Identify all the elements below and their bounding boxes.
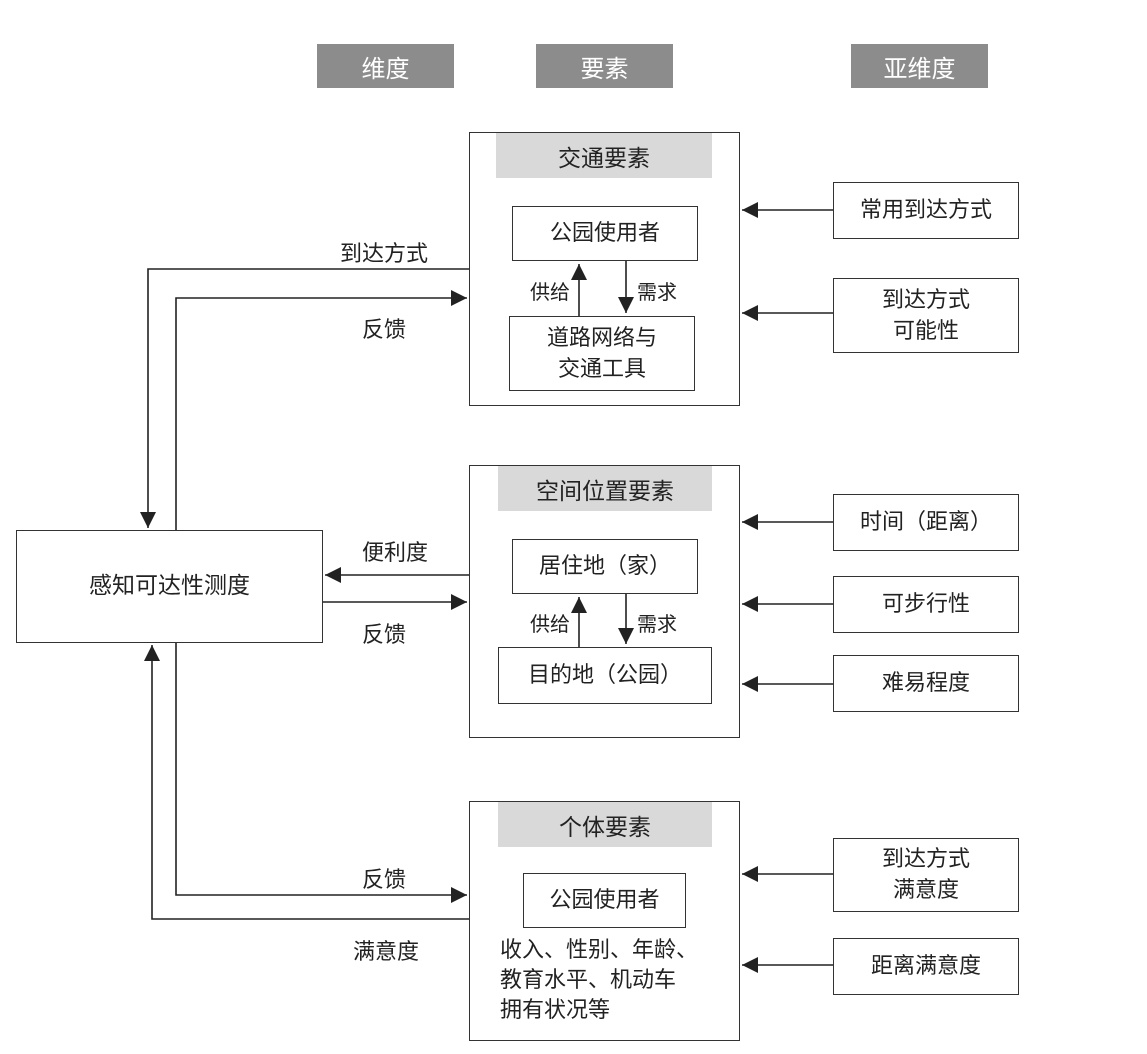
individual-park-user: 公园使用者 [523, 873, 686, 928]
traffic-park-user: 公园使用者 [512, 206, 698, 261]
traffic-supply-label: 供给 [530, 280, 570, 304]
arrow-satisfaction [144, 645, 469, 920]
sub-distance-satisfaction: 距离满意度 [833, 938, 1019, 995]
perceived-accessibility-box: 感知可达性测度 [16, 530, 323, 643]
sub-arrival-mode-possibility: 到达方式 可能性 [833, 278, 1019, 353]
spatial-supply-label: 供给 [530, 612, 570, 636]
sub-common-arrival-mode: 常用到达方式 [833, 182, 1019, 239]
arrow-traffic-feedback [175, 290, 467, 530]
spatial-destination: 目的地（公园） [498, 647, 712, 704]
individual-element-title: 个体要素 [498, 802, 712, 847]
traffic-feedback-label: 反馈 [362, 318, 407, 343]
sub-difficulty: 难易程度 [833, 655, 1019, 712]
traffic-road-network: 道路网络与 交通工具 [509, 316, 695, 391]
sub-walkability: 可步行性 [833, 576, 1019, 633]
sub-time-distance: 时间（距离） [833, 494, 1019, 551]
header-sub-dimension: 亚维度 [851, 44, 988, 88]
individual-feedback-label: 反馈 [362, 868, 407, 893]
spatial-element-title: 空间位置要素 [498, 466, 712, 511]
individual-attributes: 收入、性别、年龄、 教育水平、机动车 拥有状况等 [500, 938, 699, 1023]
sub-arrival-mode-satisfaction: 到达方式 满意度 [833, 838, 1019, 912]
convenience-label: 便利度 [362, 541, 429, 566]
spatial-residence: 居住地（家） [512, 539, 698, 594]
arrow-individual-feedback [175, 643, 467, 903]
spatial-demand-label: 需求 [637, 612, 677, 636]
satisfaction-label: 满意度 [353, 940, 420, 965]
arrow-arrival-mode [140, 268, 469, 528]
header-dimension: 维度 [317, 44, 454, 88]
arrival-mode-label: 到达方式 [340, 242, 429, 267]
traffic-demand-label: 需求 [637, 280, 677, 304]
traffic-element-title: 交通要素 [496, 133, 712, 178]
spatial-feedback-label: 反馈 [362, 623, 407, 648]
header-element: 要素 [536, 44, 673, 88]
